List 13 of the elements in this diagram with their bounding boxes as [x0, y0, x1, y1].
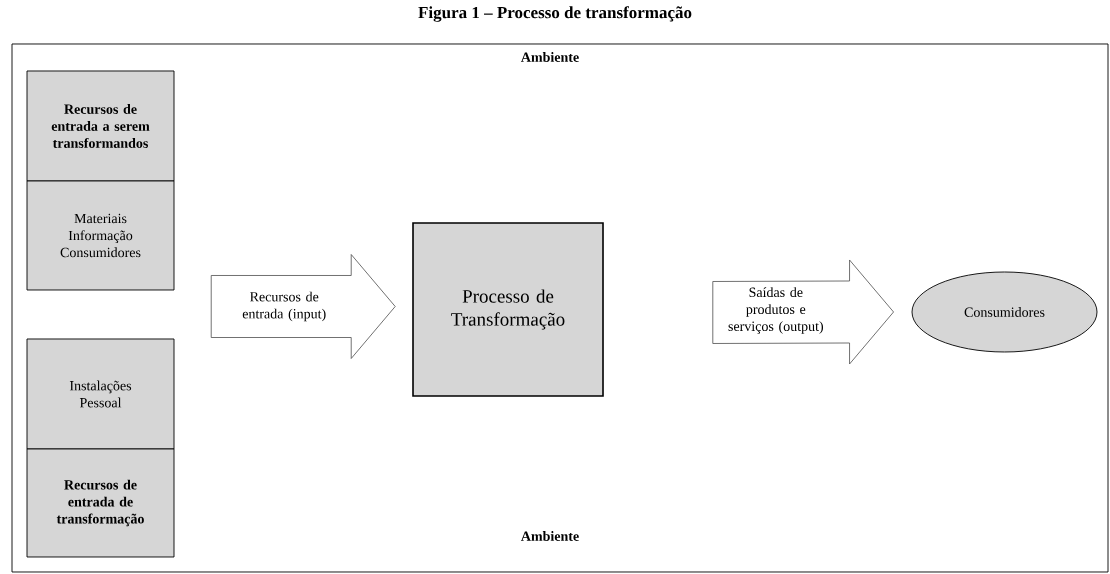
- environment-label: Ambiente: [521, 52, 579, 62]
- process-box: Processo de Transformação: [412, 222, 604, 397]
- environment-label: Ambiente: [521, 531, 579, 541]
- input-box: Recursos de entrada a serem transformandos: [26, 70, 175, 182]
- block-arrow: [712, 259, 894, 365]
- figure-title: Figura 1 – Processo de transformação: [418, 6, 692, 22]
- edge-label: Saídas de produtos e serviços (output): [728, 287, 823, 334]
- block-arrow: [210, 254, 396, 359]
- edge-label: Recursos de entrada (input): [242, 291, 326, 322]
- frame: [11, 43, 1109, 573]
- input-box: Materiais Informação Consumidores: [26, 180, 175, 291]
- input-box: Instalações Pessoal: [26, 338, 175, 450]
- input-box: Recursos de entrada de transformação: [26, 448, 175, 558]
